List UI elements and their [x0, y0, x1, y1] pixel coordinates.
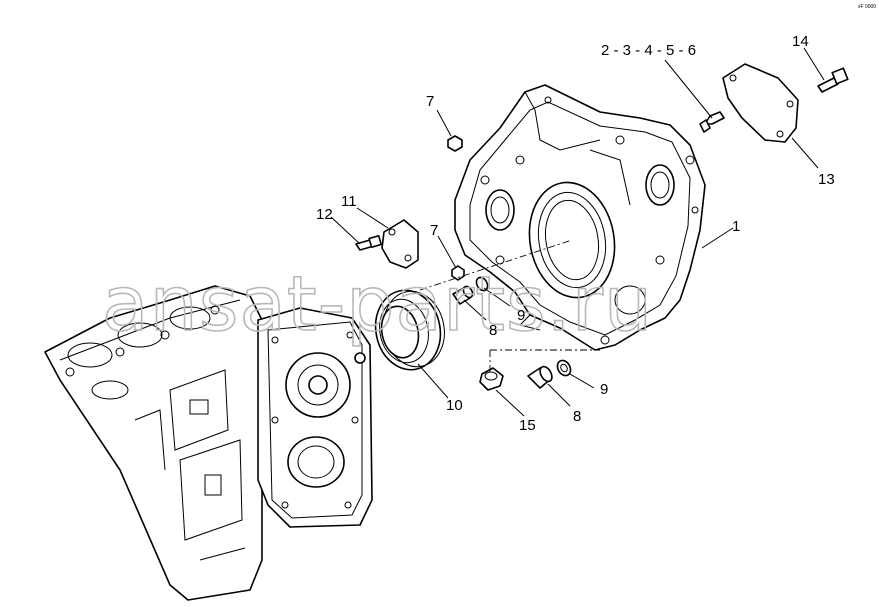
- engine-block: [44, 285, 263, 601]
- plug-15: [479, 367, 504, 391]
- callout-1: 1: [732, 218, 740, 235]
- corner-code: xF 0000: [858, 4, 876, 10]
- leader-lines: [330, 47, 825, 417]
- seal-ring-10: [374, 289, 445, 371]
- plug-8-lower: [527, 365, 553, 389]
- callout-7-lower: 7: [430, 222, 438, 239]
- assembly-axes: [419, 239, 600, 372]
- callout-7-upper: 7: [426, 93, 434, 110]
- callout-9-lower: 9: [600, 381, 608, 398]
- callout-12: 12: [316, 206, 333, 223]
- gear-housing: [257, 307, 373, 528]
- nut-7-upper: [447, 135, 463, 152]
- washer-9-upper: [475, 276, 489, 292]
- callout-11: 11: [341, 193, 357, 210]
- callout-8-upper: 8: [489, 322, 497, 339]
- callout-10: 10: [446, 397, 463, 414]
- callout-8-lower: 8: [573, 408, 581, 425]
- callout-13: 13: [818, 171, 835, 188]
- bolt-2-6: [699, 111, 725, 133]
- callout-15: 15: [519, 417, 536, 434]
- plug-8-upper: [452, 285, 474, 305]
- watermark: ansat-parts.ru: [102, 259, 653, 348]
- cover-plate-13: [722, 63, 799, 143]
- bolt-12: [355, 234, 382, 251]
- callout-labels: 1 2 - 3 - 4 - 5 - 6 7 7 8 8 9 9 10 11 12…: [316, 33, 835, 434]
- callout-2-6: 2 - 3 - 4 - 5 - 6: [601, 42, 696, 59]
- bolt-14: [817, 67, 849, 93]
- small-cover-11: [381, 219, 419, 269]
- washer-9-lower: [556, 359, 572, 377]
- callout-9-upper: 9: [517, 307, 525, 324]
- callout-14: 14: [792, 33, 809, 50]
